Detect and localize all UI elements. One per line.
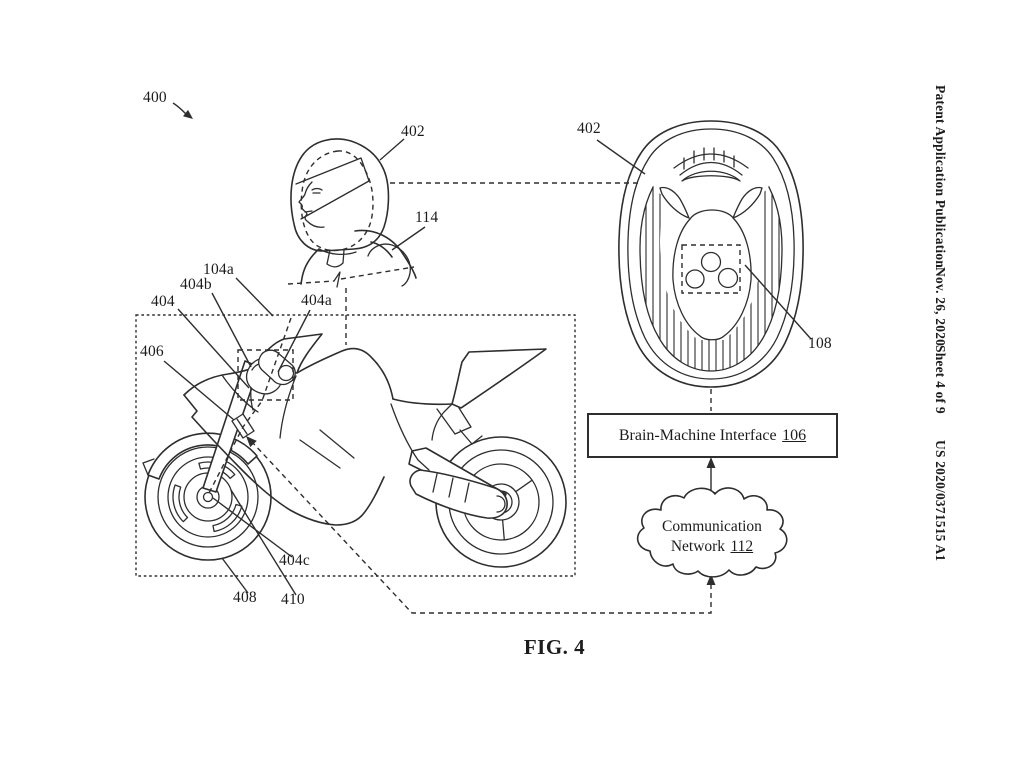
brain-machine-interface-box: Brain-Machine Interface 106 [587,413,838,458]
helmet-top-view-drawing [619,121,803,387]
network-ref: 112 [730,538,753,555]
ref-label-406: 406 [140,343,164,360]
ref-label-404: 404 [151,293,175,310]
ref-label-402-helmet: 402 [577,120,601,137]
ref-label-408: 408 [233,589,257,606]
ref-label-108: 108 [808,335,832,352]
ref-label-400: 400 [143,89,167,106]
figure-caption: FIG. 4 [497,635,612,660]
system-ref-arrow [173,103,193,119]
bmi-label: Brain-Machine Interface [619,427,777,444]
ref-label-404b: 404b [180,276,212,293]
ref-label-404c: 404c [279,552,310,569]
margin-sheet-number: Sheet 4 of 9 [932,345,948,414]
ref-label-410: 410 [281,591,305,608]
network-label-line2: Network [671,538,725,555]
margin-document-number: US 2020/0371515 A1 [932,440,948,561]
exhaust-muffler [410,470,507,518]
ref-label-404a: 404a [301,292,332,309]
motorcycle-drawing [143,318,566,567]
tail-section [452,349,546,408]
bmi-ref: 106 [782,427,806,444]
margin-publication-title: Patent Application Publication [932,85,948,268]
network-label-line1: Communication [662,518,762,535]
network-cloud-label: Communication Network 112 [636,517,788,557]
margin-publication-date: Nov. 26, 2020 [932,267,948,346]
ref-label-114: 114 [415,209,438,226]
ref-label-402-rider: 402 [401,123,425,140]
